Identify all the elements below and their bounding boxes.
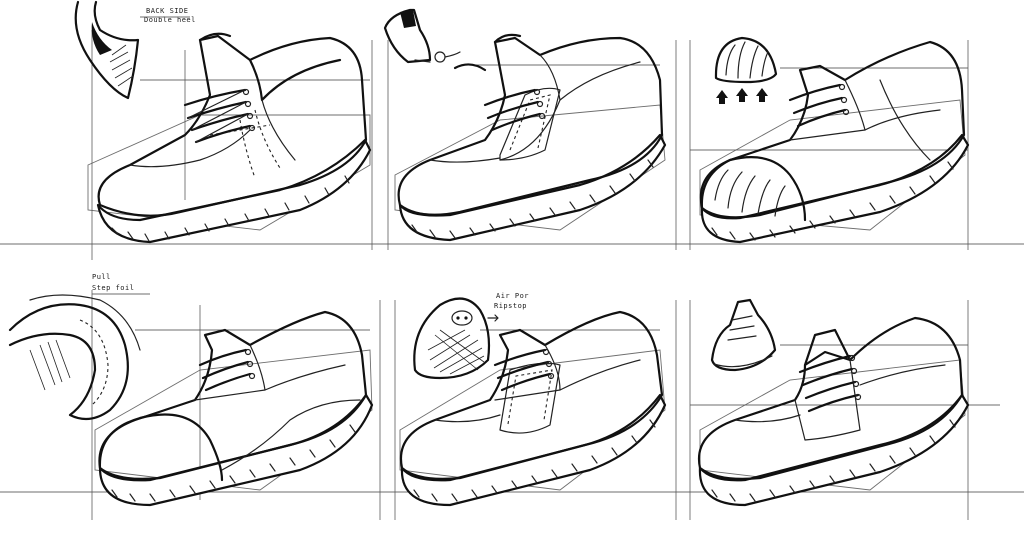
shoe-sketch-eyelet-panel [394, 33, 667, 242]
note-back-side: BACK SIDE [146, 7, 188, 15]
ripstop-inset [413, 297, 499, 380]
heel-detail-inset [74, 0, 140, 100]
pull-tab-inset [383, 8, 487, 72]
mini-shoe-inset [710, 298, 777, 372]
note-ripstop: Ripstop [494, 302, 527, 310]
note-step-foil: Step foil [92, 284, 134, 292]
toe-cap-inset [714, 36, 778, 104]
shoe-sketch-side-panel [399, 310, 667, 507]
note-pull: Pull [92, 273, 111, 281]
pull-loop-inset [8, 294, 141, 421]
shoe-sketch-mudguard [94, 305, 374, 507]
note-double-heel: Double heel [144, 16, 196, 24]
shoe-sketch-toe-cap [690, 40, 970, 244]
shoe-sketch-low-cut [690, 316, 1000, 507]
note-air-por: Air Por [496, 292, 529, 300]
shoe-sketch-saddle [87, 32, 372, 244]
